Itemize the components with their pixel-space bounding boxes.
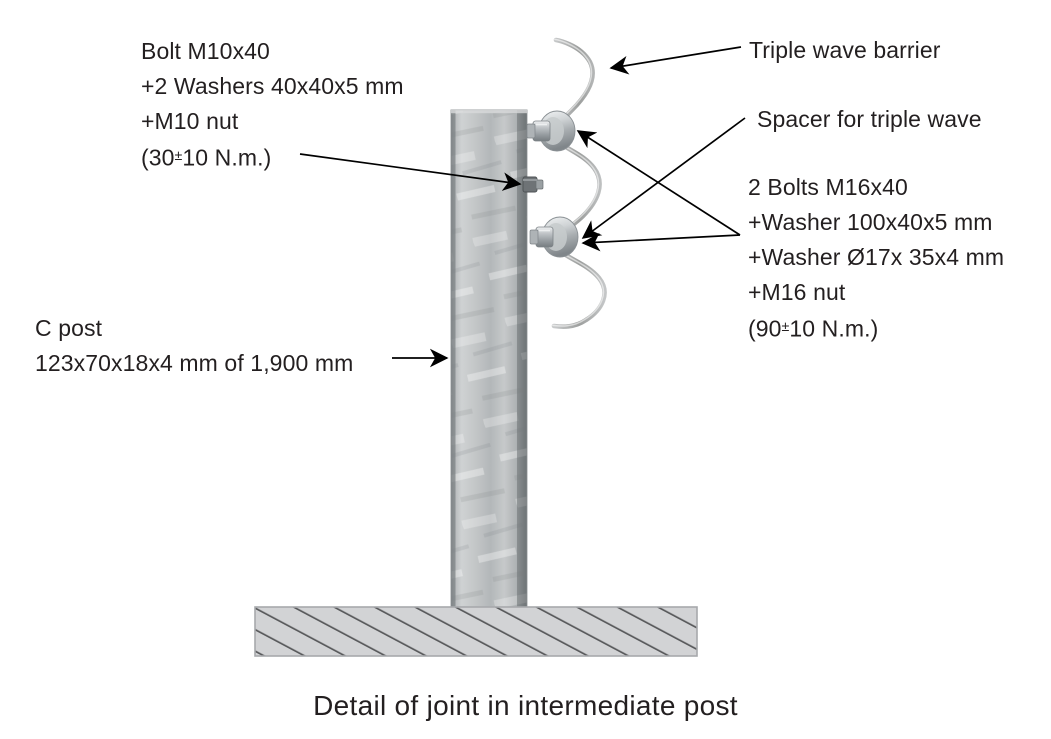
leader-triple-wave — [609, 46, 742, 75]
leader-bolt-m10 — [299, 153, 522, 191]
callout-c-post-line-2: 123x70x18x4 mm of 1,900 mm — [35, 350, 354, 376]
callout-c-post: C post 123x70x18x4 mm of 1,900 mm — [35, 311, 353, 381]
callout-bolt-m10-line-1: Bolt M10x40 — [141, 38, 270, 64]
callout-bolts-m16-line-5: (90±10 N.m.) — [748, 315, 879, 342]
triple-wave-rail-profile — [551, 37, 607, 329]
galvanized-c-post — [450, 109, 528, 617]
callout-c-post-line-1: C post — [35, 315, 103, 341]
callout-bolts-m16-line-2: +Washer 100x40x5 mm — [748, 209, 993, 235]
leader-bolts-m16-upper — [576, 130, 741, 236]
callout-bolts-m16: 2 Bolts M16x40 +Washer 100x40x5 mm +Wash… — [748, 170, 1004, 346]
callout-bolt-m10-line-4: (30±10 N.m.) — [141, 144, 272, 171]
leader-bolts-m16-lower — [581, 232, 741, 252]
callout-bolt-m10: Bolt M10x40 +2 Washers 40x40x5 mm +M10 n… — [141, 34, 404, 175]
lower-m16-bolt-assembly — [529, 216, 579, 258]
callout-triple-wave: Triple wave barrier — [749, 33, 941, 68]
callout-triple-wave-line-1: Triple wave barrier — [749, 37, 941, 63]
callout-bolts-m16-line-1: 2 Bolts M16x40 — [748, 174, 908, 200]
upper-m16-bolt-assembly — [526, 110, 576, 152]
middle-m10-bolt — [522, 176, 544, 193]
callout-bolts-m16-line-4: +M16 nut — [748, 279, 846, 305]
callout-bolts-m16-line-3: +Washer Ø17x 35x4 mm — [748, 244, 1005, 270]
leader-lines — [299, 46, 746, 368]
callout-bolt-m10-line-3: +M10 nut — [141, 108, 239, 134]
callout-spacer-line-1: Spacer for triple wave — [757, 106, 982, 132]
callout-bolt-m10-line-2: +2 Washers 40x40x5 mm — [141, 73, 404, 99]
diagram-caption: Detail of joint in intermediate post — [313, 690, 738, 721]
hatched-ground — [254, 606, 698, 657]
leader-spacer — [581, 117, 746, 239]
callout-spacer: Spacer for triple wave — [757, 102, 982, 137]
